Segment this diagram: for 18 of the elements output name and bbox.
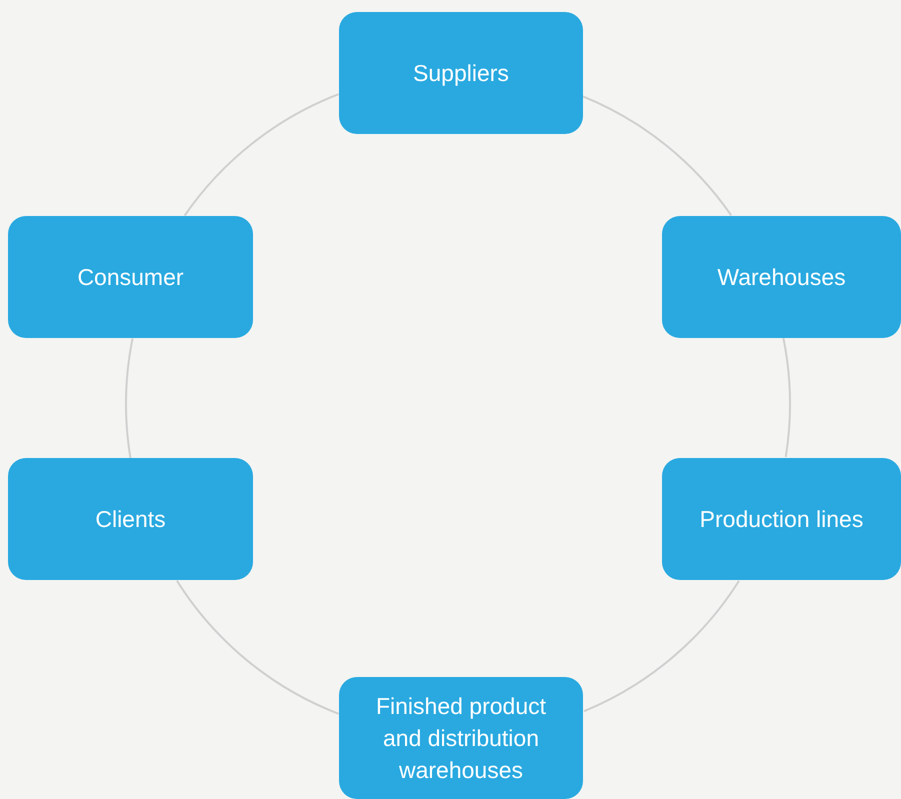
box-label: Clients — [95, 505, 166, 534]
box-label: Finished product and distribution warehouses — [374, 692, 548, 785]
box-label: Warehouses — [717, 263, 846, 292]
connector-arc — [125, 338, 134, 458]
connector-arc — [782, 338, 791, 458]
box-label: Suppliers — [413, 59, 509, 88]
connector-arc — [176, 580, 339, 715]
process-box — [662, 216, 901, 338]
connector-arc — [582, 96, 732, 216]
process-box — [8, 216, 253, 338]
process-box — [339, 677, 583, 799]
connector-arc — [584, 580, 740, 712]
box-label: Consumer — [77, 263, 184, 292]
box-label: Production lines — [700, 505, 864, 534]
process-box — [339, 12, 583, 134]
connector-arc — [184, 93, 339, 216]
process-box — [662, 458, 901, 580]
process-box — [8, 458, 253, 580]
